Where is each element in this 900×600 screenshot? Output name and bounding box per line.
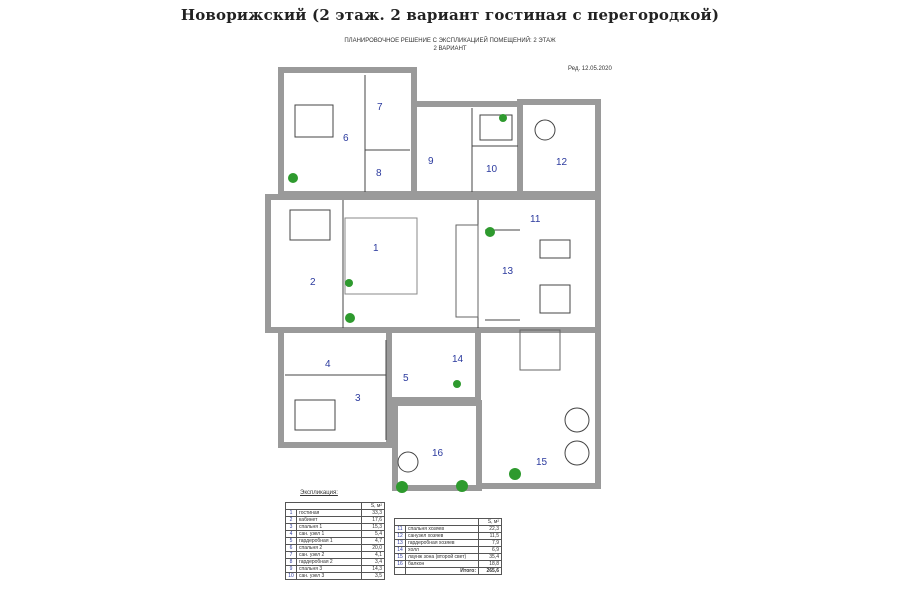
room-number: 16 — [432, 448, 444, 459]
room-index: 8 — [285, 558, 297, 566]
room-index: 10 — [285, 572, 297, 580]
room-name: балкон — [405, 560, 479, 568]
room-index: 11 — [394, 525, 406, 533]
room-index: 13 — [394, 539, 406, 547]
room-numbers: 1 2 3 4 5 6 7 8 9 10 11 12 13 14 15 16 — [310, 102, 568, 468]
legend-title: Экспликация: — [300, 490, 338, 496]
room-number: 5 — [403, 373, 409, 384]
total-label: Итого: — [405, 567, 479, 575]
room-name: спальня 2 — [296, 544, 362, 552]
plan-variant: 2 ВАРИАНТ — [433, 46, 467, 52]
unit-header: S, м² — [361, 502, 385, 510]
revision-date: Ред. 12.05.2020 — [568, 66, 612, 72]
room-area: 22,3 — [478, 525, 502, 533]
room-number: 14 — [452, 354, 464, 365]
room-name: сан. узел 3 — [296, 572, 362, 580]
room-name: спальня 1 — [296, 523, 362, 531]
room-name: гостиная — [296, 509, 362, 517]
room-name: спальня 3 — [296, 565, 362, 573]
room-index: 1 — [285, 509, 297, 517]
room-number: 13 — [502, 266, 514, 277]
room-number: 8 — [376, 168, 382, 179]
room-number: 6 — [343, 133, 349, 144]
room-name: сан. узел 2 — [296, 551, 362, 559]
room-area: 6,9 — [478, 546, 502, 554]
room-area: 3,4 — [361, 558, 385, 566]
room-index: 3 — [285, 523, 297, 531]
room-index: 5 — [285, 537, 297, 545]
room-index: 12 — [394, 532, 406, 540]
room-index: 4 — [285, 530, 297, 538]
room-area: 33,3 — [361, 509, 385, 517]
room-number: 4 — [325, 359, 331, 370]
room-name: спальня хозяев — [405, 525, 479, 533]
walls — [265, 67, 601, 491]
room-area: 5,4 — [361, 530, 385, 538]
total-area: 265,6 — [478, 567, 502, 575]
room-area: 4,7 — [361, 537, 385, 545]
room-name: холл — [405, 546, 479, 554]
room-area: 4,1 — [361, 551, 385, 559]
room-name: кабинет — [296, 516, 362, 524]
interior-partitions — [285, 75, 590, 473]
room-area: 35,4 — [478, 553, 502, 561]
room-name: гардеробная 1 — [296, 537, 362, 545]
room-area: 14,3 — [361, 565, 385, 573]
room-number: 7 — [377, 102, 383, 113]
room-area: 20,0 — [361, 544, 385, 552]
room-index: 16 — [394, 560, 406, 568]
room-area: 11,5 — [478, 532, 502, 540]
room-name: лаунж зона (второй свет) — [405, 553, 479, 561]
room-area: 7,9 — [478, 539, 502, 547]
room-name: сан. узел 1 — [296, 530, 362, 538]
room-area: 3,5 — [361, 572, 385, 580]
room-index: 6 — [285, 544, 297, 552]
room-index: 14 — [394, 546, 406, 554]
room-index: 15 — [394, 553, 406, 561]
plan-subtitle: ПЛАНИРОВОЧНОЕ РЕШЕНИЕ С ЭКСПЛИКАЦИЕЙ ПОМ… — [344, 38, 556, 44]
room-name: санузел хозяев — [405, 532, 479, 540]
room-area: 15,3 — [361, 523, 385, 531]
room-number: 1 — [373, 243, 379, 254]
plant-icons — [288, 114, 521, 493]
room-area: 17,6 — [361, 516, 385, 524]
room-number: 15 — [536, 457, 548, 468]
room-number: 12 — [556, 157, 568, 168]
room-area: 18,8 — [478, 560, 502, 568]
room-index: 2 — [285, 516, 297, 524]
room-number: 9 — [428, 156, 434, 167]
room-number: 3 — [355, 393, 361, 404]
page-title: Новорижский (2 этаж. 2 вариант гостиная … — [180, 6, 720, 24]
room-index: 7 — [285, 551, 297, 559]
room-number: 10 — [486, 164, 498, 175]
room-name: гардеробная хозяев — [405, 539, 479, 547]
room-index: 9 — [285, 565, 297, 573]
room-name: гардеробная 2 — [296, 558, 362, 566]
room-number: 11 — [530, 214, 541, 225]
room-number: 2 — [310, 277, 316, 288]
unit-header: S, м² — [478, 518, 502, 526]
total-row: Итого:265,6 — [394, 567, 502, 575]
